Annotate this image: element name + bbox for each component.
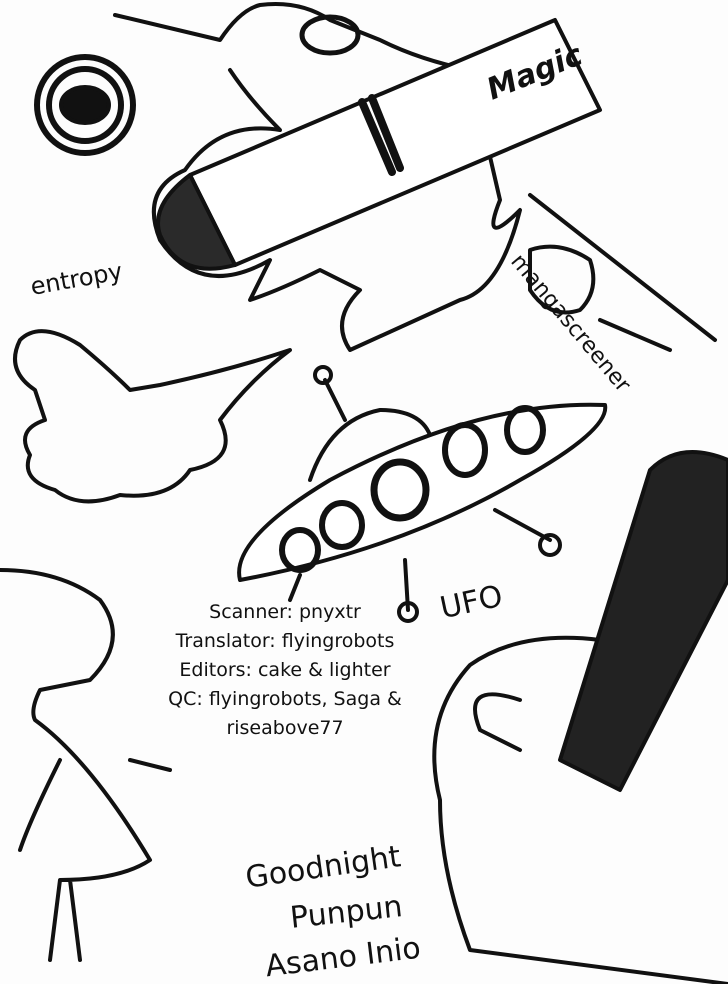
figure-drawing (0, 568, 172, 962)
magic-marker-drawing (156, 18, 602, 271)
credit-editors: Editors: cake & lighter (179, 659, 391, 681)
creature-drawing (113, 2, 522, 352)
credit-qc: QC: flyingrobots, Saga & (168, 688, 402, 710)
scribble-ball-drawing (34, 54, 136, 156)
black-marker-drawing (558, 450, 728, 792)
ghost-cloud-drawing (13, 329, 292, 504)
credits-block: Scanner: pnyxtr Translator: flyingrobots… (140, 598, 430, 743)
ufo-drawing (237, 365, 608, 623)
small-figure-drawing (528, 193, 717, 352)
hand-drawing (432, 635, 728, 984)
credit-scanner: Scanner: pnyxtr (209, 601, 361, 623)
credit-translator: Translator: flyingrobots (175, 630, 395, 652)
credit-qc-cont: riseabove77 (226, 717, 344, 739)
